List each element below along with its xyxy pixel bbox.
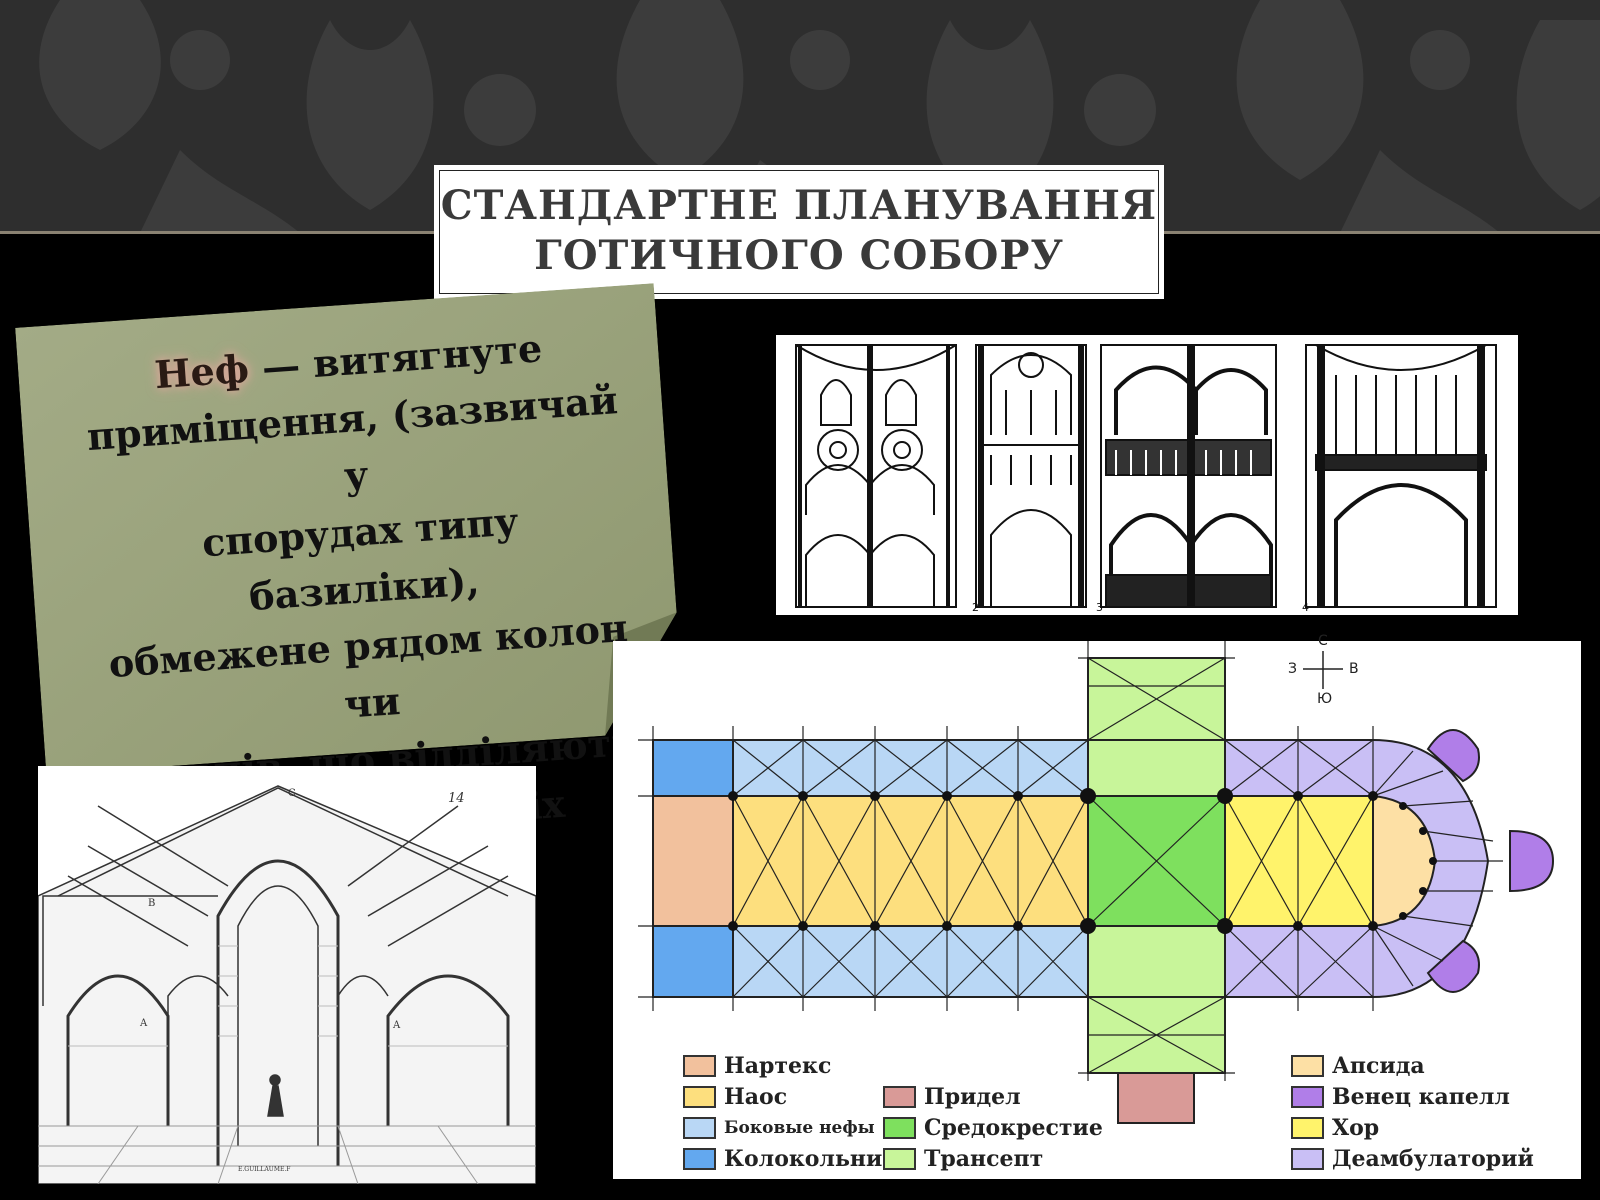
sketch-label-a-right: A bbox=[392, 1020, 401, 1031]
legend-swatch bbox=[1291, 1148, 1324, 1170]
legend-swatch bbox=[1291, 1117, 1324, 1139]
legend-apse: Апсида bbox=[1291, 1051, 1425, 1081]
elevation-3 bbox=[1100, 344, 1277, 608]
title-box: СТАНДАРТНЕ ПЛАНУВАННЯ ГОТИЧНОГО СОБОРУ bbox=[434, 165, 1164, 299]
legend-swatch bbox=[683, 1086, 716, 1108]
legend-bell-towers: Колокольни bbox=[683, 1144, 882, 1174]
compass-south: Ю bbox=[1317, 691, 1333, 707]
slide-title-line-1: СТАНДАРТНЕ ПЛАНУВАННЯ bbox=[440, 182, 1158, 229]
legend-swatch bbox=[883, 1086, 916, 1108]
elevation-label-2: 2 bbox=[972, 601, 979, 614]
slide-title-line-2: ГОТИЧНОГО СОБОРУ bbox=[534, 232, 1064, 279]
legend-label: Хор bbox=[1332, 1115, 1380, 1141]
legend-swatch bbox=[1291, 1086, 1324, 1108]
legend-side-chapel: Придел bbox=[883, 1082, 1021, 1112]
definition-note: Неф — витягнуте приміщення, (зазвичай у … bbox=[15, 283, 685, 905]
legend-narthex: Нартекс bbox=[683, 1051, 831, 1081]
term-nef: Неф bbox=[153, 345, 251, 398]
legend-label: Апсида bbox=[1332, 1053, 1425, 1079]
compass-west: З bbox=[1288, 661, 1297, 677]
sketch-label-c: C bbox=[288, 788, 296, 799]
legend-label: Средокрестие bbox=[924, 1115, 1103, 1141]
nave-perspective-sketch: C B A A 14 E.GUILLAUME.F bbox=[37, 766, 537, 1185]
legend-swatch bbox=[883, 1117, 916, 1139]
legend-swatch bbox=[683, 1117, 716, 1139]
legend-label: Венец капелл bbox=[1332, 1084, 1510, 1110]
elevation-2 bbox=[975, 344, 1087, 608]
elevation-label-3: 3 bbox=[1096, 601, 1103, 614]
legend-label: Трансепт bbox=[924, 1146, 1044, 1172]
legend-label: Придел bbox=[924, 1084, 1021, 1110]
legend-swatch bbox=[683, 1148, 716, 1170]
nave-elevations-image: 2 3 4 bbox=[776, 335, 1518, 615]
legend-swatch bbox=[1291, 1055, 1324, 1077]
sketch-caption: E.GUILLAUME.F bbox=[238, 1166, 290, 1173]
legend-label: Боковые нефы bbox=[724, 1118, 875, 1138]
legend-label: Нартекс bbox=[724, 1053, 832, 1079]
elevation-1 bbox=[795, 344, 957, 608]
compass-north: С bbox=[1318, 633, 1328, 649]
compass-east: В bbox=[1349, 661, 1359, 677]
floor-plan-drawing bbox=[638, 641, 1555, 1124]
elevations-drawing: 2 3 4 bbox=[795, 344, 1497, 614]
compass-icon bbox=[1303, 651, 1343, 689]
legend-label: Наос bbox=[724, 1084, 788, 1110]
sketch-label-b: B bbox=[148, 898, 155, 909]
sketch-plate-number: 14 bbox=[448, 791, 465, 806]
legend-label: Деамбулаторий bbox=[1332, 1146, 1534, 1172]
legend-transept: Трансепт bbox=[883, 1144, 1043, 1174]
legend-swatch bbox=[683, 1055, 716, 1077]
legend-crossing: Средокрестие bbox=[883, 1113, 1103, 1143]
legend-ambulatory: Деамбулаторий bbox=[1291, 1144, 1534, 1174]
elevation-label-4: 4 bbox=[1302, 601, 1309, 614]
sketch-label-a-left: A bbox=[139, 1018, 148, 1029]
legend-chapel-crown: Венец капелл bbox=[1291, 1082, 1510, 1112]
legend-label: Колокольни bbox=[724, 1146, 883, 1172]
elevation-4 bbox=[1305, 344, 1497, 608]
legend-naos: Наос bbox=[683, 1082, 787, 1112]
legend-swatch bbox=[883, 1148, 916, 1170]
cathedral-floor-plan: С З В Ю Нартекс Наос Боковые нефы Колоко… bbox=[613, 633, 1581, 1179]
legend-choir: Хор bbox=[1291, 1113, 1379, 1143]
legend-side-aisles: Боковые нефы bbox=[683, 1113, 875, 1143]
sketch-drawing: C B A A 14 E.GUILLAUME.F bbox=[37, 785, 537, 1185]
